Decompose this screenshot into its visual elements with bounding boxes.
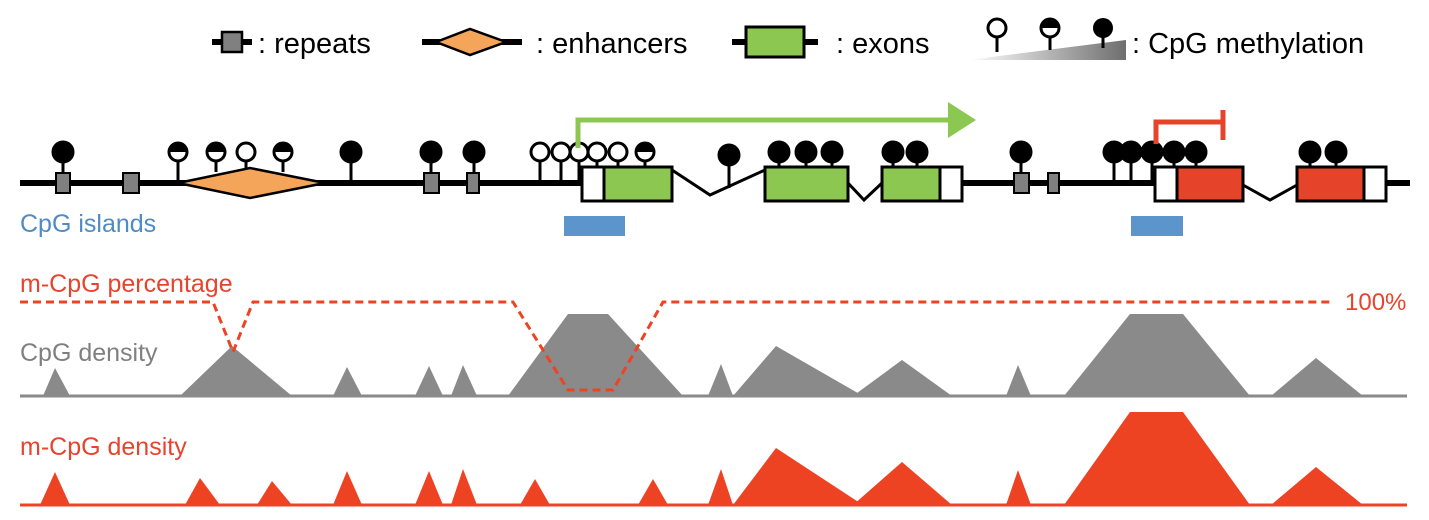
legend-methylation-symbol [968,17,1126,60]
percent-100-label: 100% [1345,289,1406,316]
legend-exon-symbol [732,25,818,59]
mcpg-percentage-label: m-CpG percentage [20,270,233,298]
mcpg-density-label: m-CpG density [20,433,187,461]
gene1-exons [580,165,964,203]
cpg-islands [564,216,1183,236]
legend-enhancer-symbol [422,27,522,57]
cpg-density-track [20,314,1407,398]
enhancer [177,166,326,200]
legend-methylation-label: : CpG methylation [1132,28,1364,60]
legend: : repeats : enhancers : exons [212,17,1364,60]
mcpg-density-track [20,412,1407,507]
active-transcription-arrow [575,102,976,148]
cpg-islands-label: CpG islands [20,210,156,238]
gene-track [20,102,1410,203]
legend-exons-label: : exons [836,28,930,60]
lollipop-heads [51,140,1348,167]
repressed-transcription-marker [1153,110,1226,144]
legend-repeat-symbol [212,30,252,54]
repeats [55,172,1060,194]
cpg-density-label: CpG density [20,339,158,367]
legend-enhancers-label: : enhancers [536,28,688,60]
legend-repeats-label: : repeats [258,28,371,60]
mcpg-percentage-line [20,300,1330,392]
gene2-exons [1153,165,1388,203]
